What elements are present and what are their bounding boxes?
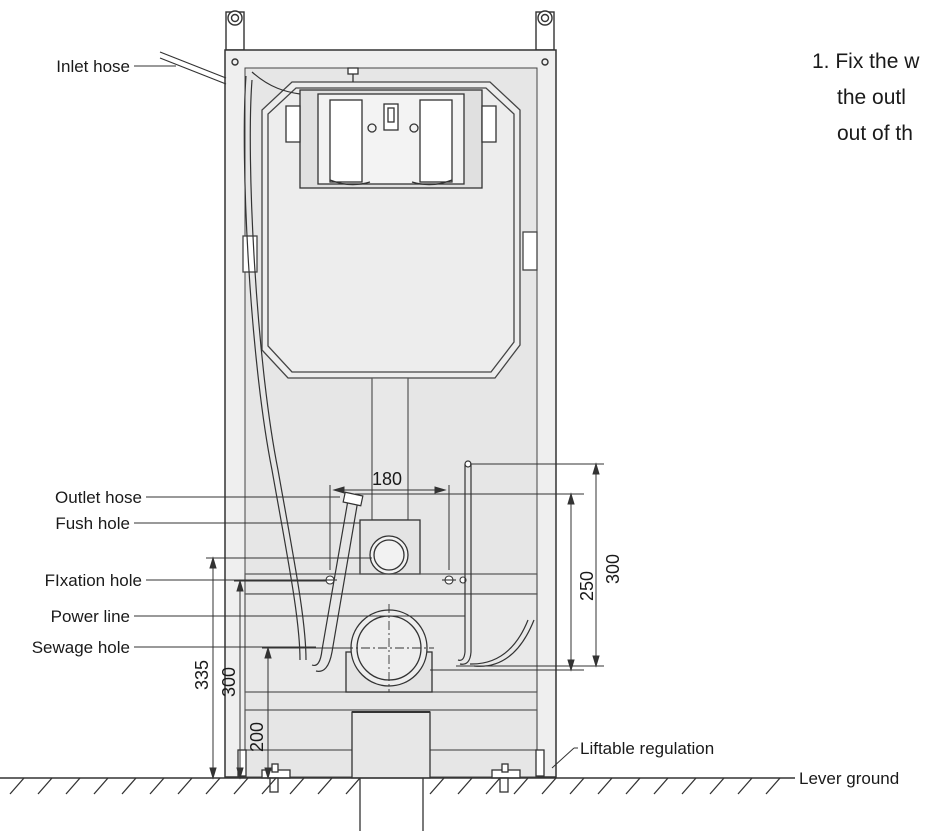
- dimension-200-value: 200: [247, 722, 267, 752]
- flush-hole: [359, 519, 421, 575]
- label-inlet-hose: Inlet hose: [56, 57, 130, 76]
- top-mounting-posts: [225, 10, 555, 51]
- drain-pipe: [351, 711, 431, 831]
- dimension-180-value: 180: [372, 469, 402, 489]
- power-line: [457, 460, 535, 667]
- dimension-300-right-value: 300: [603, 554, 623, 584]
- label-lever-ground: Lever ground: [799, 769, 899, 788]
- label-liftable-regulation: Liftable regulation: [580, 739, 714, 758]
- instruction-text: 1. Fix the w the outl out of th: [812, 44, 934, 152]
- inlet-hose: [159, 51, 307, 661]
- label-flush-hole: Fush hole: [55, 514, 130, 533]
- label-outlet-hose: Outlet hose: [55, 488, 142, 507]
- instruction-line-2: the outl: [837, 86, 906, 109]
- instruction-line-1: 1. Fix the w: [812, 50, 920, 73]
- flush-control-unit: [285, 67, 497, 189]
- label-sewage-hole: Sewage hole: [32, 638, 130, 657]
- dimension-250-value: 250: [577, 571, 597, 601]
- instruction-line-3: out of th: [837, 122, 913, 145]
- dimension-180: [329, 485, 450, 570]
- label-fixation-hole: FIxation hole: [45, 571, 142, 590]
- outlet-hose: [311, 491, 364, 672]
- adjustable-feet: [237, 749, 545, 793]
- dimension-right: [355, 462, 604, 672]
- label-power-line: Power line: [51, 607, 130, 626]
- sewage-hole: [344, 604, 434, 693]
- ground-line: [0, 777, 795, 795]
- leader-lines: [134, 65, 795, 779]
- dimension-335-value: 335: [192, 660, 212, 690]
- support-column: [371, 377, 409, 521]
- dimension-left: [206, 556, 372, 780]
- dimension-300-left-value: 300: [219, 667, 239, 697]
